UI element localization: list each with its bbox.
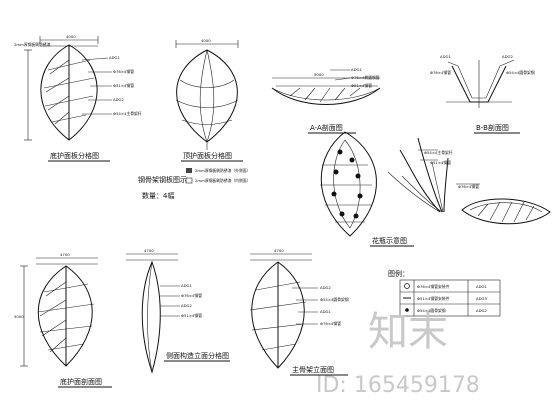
vase-note-2: Φ51×4钢管 (430, 160, 451, 165)
legend-symbol-3 (405, 308, 409, 312)
callout-bm-4: Φ51×4钢管 (181, 313, 202, 318)
callout-aa-2: Φ76×4椭圆钢管 (351, 75, 380, 80)
plan-bottom-right: 4700 ADG2 Φ54×4圆骨架钢 ADG1 Φ76×4钢管 主骨架立面图 (249, 248, 349, 376)
callout-aa-1: ADG1 (351, 67, 362, 72)
legend-note-2: 2mm厚钢板刷防锈漆（内侧面） (195, 178, 250, 183)
legend-table: 图例： Φ76×4钢管安装件 ADG1 Φ51×4钢管安装件 ADG3 Φ54×… (388, 269, 501, 317)
legend-note-1: 2mm厚钢板刷防锈漆（外侧面） (195, 168, 250, 173)
title-vase-view: 花瓶示意图 (372, 236, 407, 245)
callout-br-1: ADG2 (320, 285, 331, 290)
dim-left-label: 2mm厚钢板刷防锈漆 (14, 42, 51, 47)
steel-title: 钢骨架钢板图示 (138, 175, 187, 184)
plan-top-mid: 4000 顶护面板分格图 (175, 38, 243, 162)
callout-spec-a: Φ76×4钢管 (113, 69, 134, 74)
dim-bottom-left: 4700 (60, 252, 70, 257)
callout-aa-3: Φ51×4钢管 (351, 83, 372, 88)
watermark-logo: 知末 (368, 309, 448, 355)
title-plan-bottom-mid: 侧面构造立面分格图 (166, 351, 229, 360)
dim-bottom-mid: 4700 (144, 248, 154, 253)
title-section-aa: A-A剖面图 (310, 123, 343, 132)
callout-bb-4: Φ54×4圆骨架钢 (506, 70, 535, 75)
quantity-text: 数量：4幅 (142, 191, 174, 200)
legend-row-1-spec: Φ76×4钢管安装件 (417, 284, 450, 289)
callout-bm-3: ADG2 (181, 303, 192, 308)
legend-row-1-code: ADG1 (476, 284, 487, 289)
title-section-bb: B-B剖面图 (476, 123, 509, 132)
dim-aa-width: 5000 (314, 72, 324, 77)
title-plan-top-left: 底护面板分格图 (50, 151, 99, 160)
vase-note-3: Φ76×4钢管 (458, 184, 479, 189)
legend-swatch-2 (185, 177, 193, 184)
legend-row-3-code: ADG2 (476, 308, 487, 313)
plan-top-left: 4000 2mm厚钢板刷防锈漆 ADG1 Φ76×4钢管 Φ51×4钢管 ADG… (14, 34, 142, 162)
title-plan-bottom-right: 主骨架立面图 (292, 365, 334, 374)
notes-block: 钢骨架钢板图示 数量：4幅 2mm厚钢板刷防锈漆（外侧面） 2mm厚钢板刷防锈漆… (138, 168, 250, 200)
callout-bm-1: ADG1 (181, 283, 192, 288)
dim-bottom-right: 4700 (274, 248, 284, 253)
title-plan-top-mid: 顶护面板分格图 (183, 151, 232, 160)
callout-bb-2: ADG1 (440, 54, 451, 59)
legend-title: 图例： (388, 269, 409, 278)
section-bb: ADG2 ADG1 Φ76×4钢管 Φ54×4圆骨架钢 B-B剖面图 (430, 54, 535, 134)
watermark: 知末 ID: 165459178 (316, 309, 480, 398)
callout-bb-1: ADG2 (502, 54, 513, 59)
callout-spec-c: Φ54×4主骨架杆 (113, 111, 142, 116)
legend-swatch-1 (186, 168, 192, 173)
leaf-center (320, 131, 377, 237)
legend-row-2-code: ADG3 (476, 296, 487, 301)
plan-bottom-mid: 4700 ADG1 Φ76×4钢管 ADG2 Φ51×4钢管 侧面构造立面分格图 (126, 248, 230, 374)
dim-left-side: 5000 (14, 314, 24, 319)
callout-br-2: Φ54×4圆骨架钢 (320, 297, 349, 302)
legend-symbol-1 (404, 283, 410, 289)
section-aa: 5000 ADG1 Φ76×4椭圆钢管 Φ51×4钢管 A-A剖面图 (271, 67, 381, 134)
callout-bb-3: Φ76×4钢管 (430, 70, 451, 75)
title-plan-bottom-left: 底护面剖面图 (60, 377, 102, 386)
callout-ad-b: ADG2 (113, 97, 124, 102)
dim-top-mid: 4000 (201, 38, 211, 43)
callout-bm-2: Φ76×4钢管 (181, 293, 202, 298)
vase-perspective: Φ54×4主骨架杆 Φ51×4钢管 Φ76×4钢管 花瓶示意图 (370, 137, 551, 247)
callout-spec-b: Φ51×4钢管 (113, 83, 134, 88)
dim-top-left: 4000 (66, 34, 76, 39)
callout-br-3: ADG1 (320, 309, 331, 314)
legend-row-3-spec: Φ54×4圆骨架钢 (417, 308, 446, 313)
legend-row-2-spec: Φ51×4钢管安装件 (417, 296, 450, 301)
callout-br-4: Φ76×4钢管 (320, 321, 341, 326)
callout-ad-a: ADG1 (109, 55, 120, 60)
watermark-id: ID: 165459178 (316, 373, 480, 398)
vase-note-1: Φ54×4主骨架杆 (424, 150, 453, 155)
plan-bottom-left: 4700 5000 底护面剖面图 (14, 252, 112, 388)
